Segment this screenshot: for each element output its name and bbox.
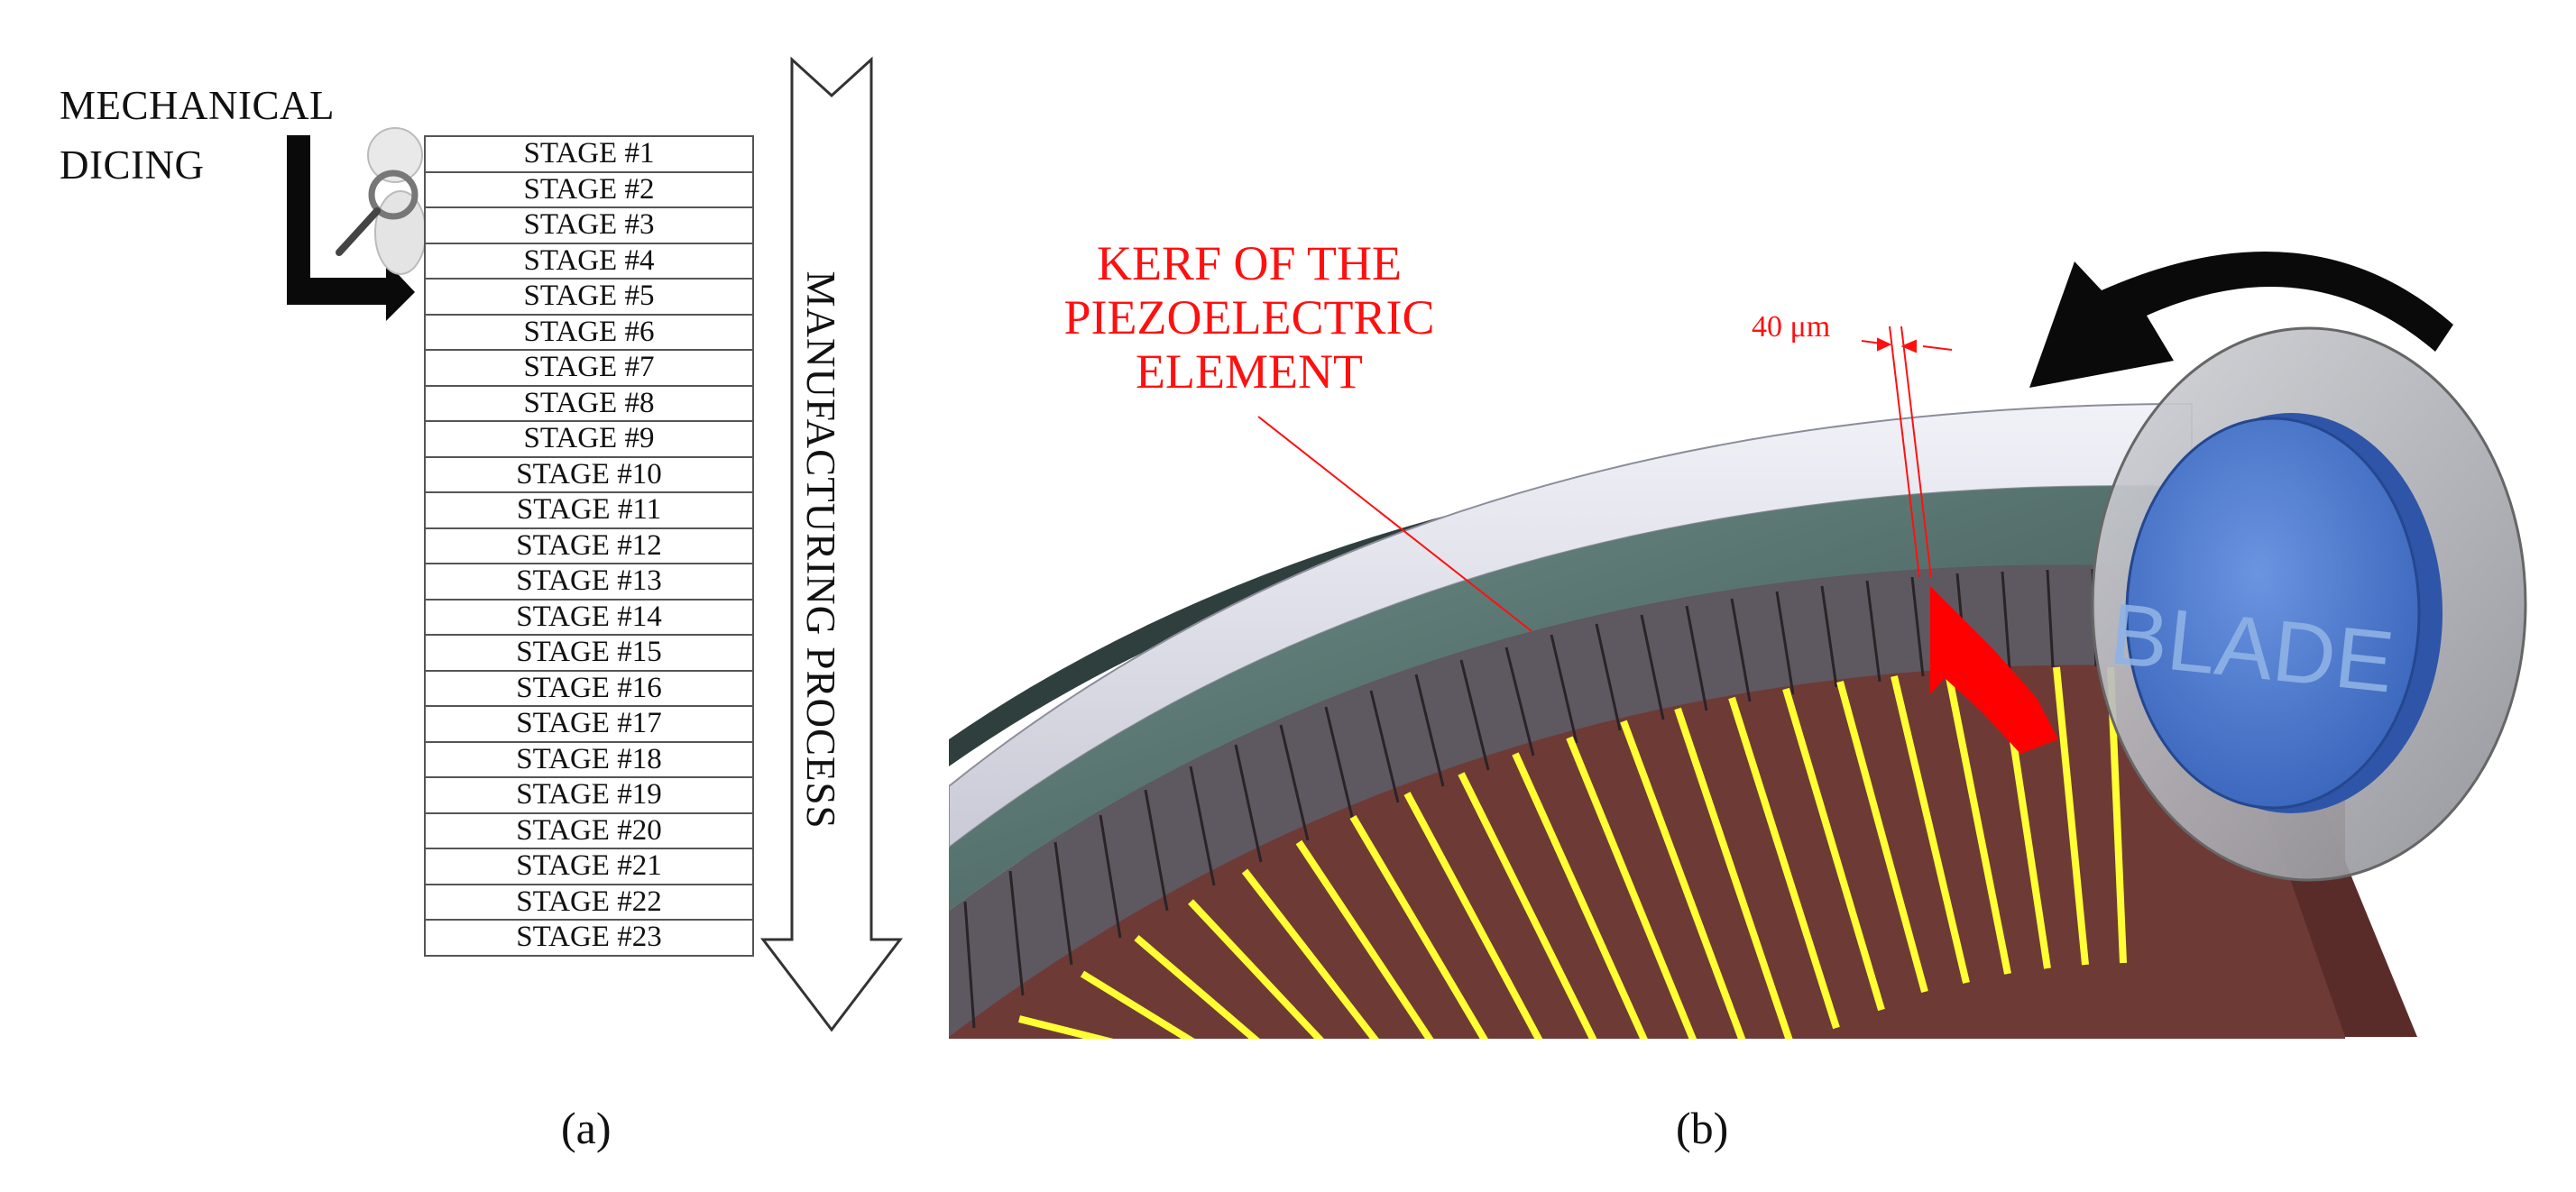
kerf-label: KERF OF THE PIEZOELECTRIC ELEMENT xyxy=(1015,236,1484,399)
kerf-label-line2: PIEZOELECTRIC xyxy=(1063,290,1435,344)
manufacturing-process-arrow xyxy=(759,56,904,1032)
mechanical-dicing-label: MECHANICAL DICING xyxy=(60,76,335,195)
stage-row: STAGE #19 xyxy=(426,778,752,814)
electrodes xyxy=(1018,666,2127,1039)
kerf-leader-line xyxy=(1257,416,1532,632)
stage-row: STAGE #5 xyxy=(426,280,752,316)
stage-row: STAGE #22 xyxy=(426,885,752,921)
stage-row: STAGE #17 xyxy=(426,707,752,743)
dimension-lines xyxy=(1861,326,1953,578)
blade-hub xyxy=(2125,417,2421,810)
stage-row: STAGE #3 xyxy=(426,208,752,244)
stage-row: STAGE #6 xyxy=(426,316,752,351)
stage-row: STAGE #4 xyxy=(426,244,752,280)
stage-row: STAGE #7 xyxy=(426,351,752,387)
caption-b: (b) xyxy=(1676,1103,1729,1153)
stage-table: STAGE #1 STAGE #2 STAGE #3 STAGE #4 STAG… xyxy=(424,135,754,957)
dicing-render xyxy=(949,252,2527,1039)
stage-row: STAGE #9 xyxy=(426,422,752,458)
stage-row: STAGE #23 xyxy=(426,921,752,957)
cut-direction-arrow-icon xyxy=(1930,586,2058,754)
blade-assembly xyxy=(2091,326,2527,882)
stage-row: STAGE #20 xyxy=(426,814,752,849)
stage-row: STAGE #14 xyxy=(426,601,752,636)
mechanical-label-line1: MECHANICAL xyxy=(60,83,335,128)
stage-row: STAGE #12 xyxy=(426,529,752,564)
stage-row: STAGE #18 xyxy=(426,743,752,778)
process-label-box: MANUFACTURING PROCESS xyxy=(776,203,866,897)
piezo-ring xyxy=(949,486,2192,911)
stage-row: STAGE #2 xyxy=(426,173,752,208)
kerf-label-line3: ELEMENT xyxy=(1136,344,1363,399)
caption-a: (a) xyxy=(561,1103,612,1153)
stage-row: STAGE #8 xyxy=(426,387,752,422)
kerf-width-label: 40 μm xyxy=(1752,310,1831,344)
dicing-pointer-arrow xyxy=(287,135,415,321)
stage-row: STAGE #10 xyxy=(426,458,752,493)
stage-row: STAGE #21 xyxy=(426,849,752,885)
stage-row: STAGE #16 xyxy=(426,672,752,707)
mechanical-label-line2: DICING xyxy=(60,142,205,188)
manufacturing-process-label: MANUFACTURING PROCESS xyxy=(798,270,843,830)
stage-row: STAGE #1 xyxy=(426,137,752,173)
kerf-label-line1: KERF OF THE xyxy=(1096,236,1403,290)
rotation-arrow-icon xyxy=(2029,252,2453,388)
stage-row: STAGE #13 xyxy=(426,564,752,601)
stage-row: STAGE #15 xyxy=(426,636,752,672)
stage-row: STAGE #11 xyxy=(426,493,752,529)
